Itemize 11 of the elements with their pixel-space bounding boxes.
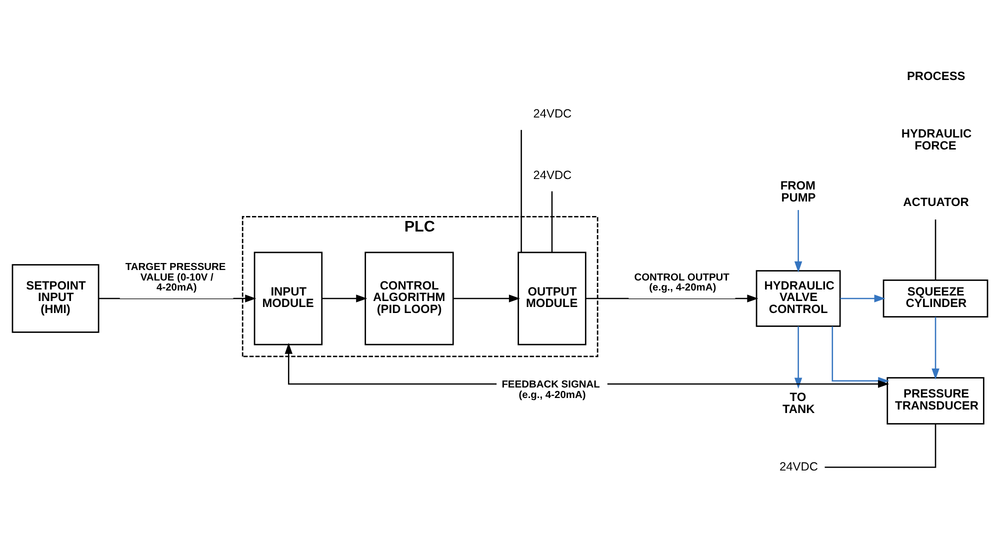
edge-label: CONTROL OUTPUT (e.g., 4-20mA) — [634, 272, 730, 294]
node-text: FROM PUMP — [780, 178, 816, 205]
node-text: 24VDC — [533, 106, 572, 121]
label: HYDRAULIC FORCE — [901, 126, 972, 153]
node-text: TO TANK — [782, 390, 815, 416]
node-text: 24VDC — [780, 459, 818, 474]
node-text: 24VDC — [533, 168, 572, 182]
label: PROCESS — [906, 69, 966, 84]
node-text: ACTUATOR — [903, 195, 969, 210]
edge-label: TARGET PRESSURE VALUE (0-10V / 4-20mA) — [125, 262, 226, 294]
edge-label: FEEDBACK SIGNAL (e.g., 4-20mA) — [502, 380, 600, 401]
